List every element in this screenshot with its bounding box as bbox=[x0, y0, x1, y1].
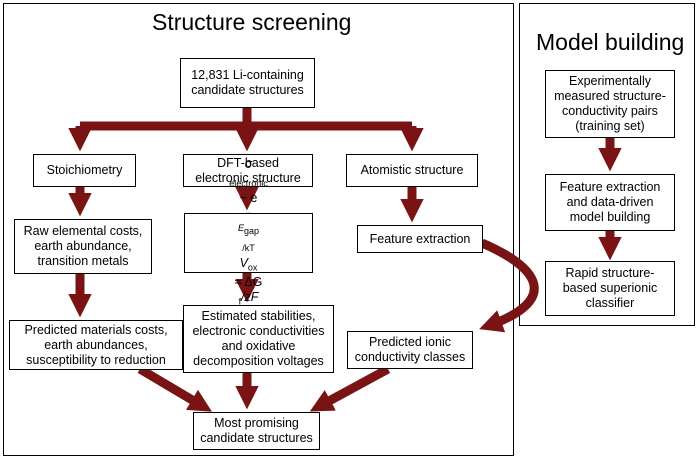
predicted-costs-box: Predicted materials costs,earth abundanc… bbox=[9, 320, 183, 370]
raw-costs-box: Raw elemental costs,earth abundance,tran… bbox=[14, 219, 152, 274]
structure-screening-title: Structure screening bbox=[152, 9, 352, 35]
arrow-ionic-to-final bbox=[309, 365, 391, 412]
stoichiometry-box: Stoichiometry bbox=[33, 154, 136, 187]
arrow-costs-to-final bbox=[137, 365, 213, 412]
feature-extraction-box: Feature extraction bbox=[357, 225, 483, 253]
arrow-feature-to-ionic bbox=[479, 238, 539, 333]
model-building-title: Model building bbox=[536, 29, 685, 55]
atomistic-structure-box: Atomistic structure bbox=[346, 154, 478, 187]
estimated-stabilities-box: Estimated stabilities,electronic conduct… bbox=[183, 305, 334, 373]
